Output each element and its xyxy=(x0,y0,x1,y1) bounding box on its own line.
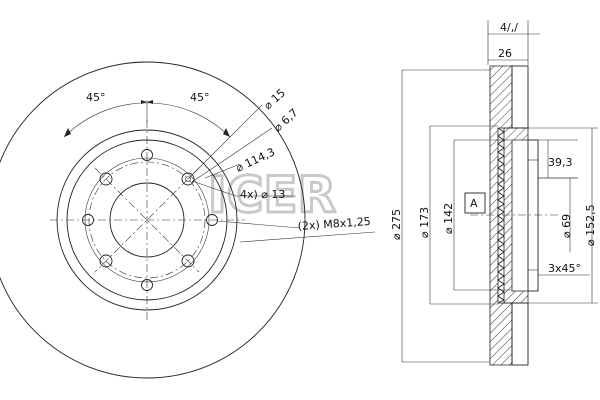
bolt-hole xyxy=(181,172,195,186)
vent-vanes xyxy=(497,127,505,304)
ring-outer-face-top xyxy=(511,65,529,129)
leader-line xyxy=(191,180,237,197)
hole-dia-6-7-label: ⌀ 6,7 xyxy=(271,106,300,134)
hat-flange xyxy=(527,139,539,292)
bolt-hole xyxy=(99,172,113,186)
dia-69-label: ⌀ 69 xyxy=(560,214,573,238)
thread-label: (2x) M8x1,25 xyxy=(297,215,371,233)
arrowhead xyxy=(64,128,71,137)
leader-line xyxy=(187,104,263,180)
front-view: 45° 45° ⌀ 15 ⌀ 6,7 ⌀ 114,3 4x) ⌀ 13 (2x)… xyxy=(0,61,376,379)
top-partial-label: 4/,/ xyxy=(500,21,518,34)
chamfer-label: 3x45° xyxy=(548,262,581,275)
leader-line xyxy=(216,220,301,229)
hole-dia-15-label: ⌀ 15 xyxy=(261,86,288,112)
hat-wall-section xyxy=(503,127,529,304)
brand-watermark: ICER xyxy=(208,166,336,224)
bolt-hole xyxy=(99,254,113,268)
section-marker-label: A xyxy=(470,197,478,210)
ring-outer-face-bottom xyxy=(511,302,529,366)
disc-outer-edge xyxy=(0,61,306,379)
leader-line xyxy=(204,163,241,179)
outer-dia-label: ⌀ 275 xyxy=(390,209,403,240)
dia-142-label: ⌀ 142 xyxy=(442,203,455,234)
dia-173-label: ⌀ 173 xyxy=(418,207,431,238)
bolt-holes-label: 4x) ⌀ 13 xyxy=(240,188,285,201)
angle-label-left: 45° xyxy=(86,91,106,104)
locator-hole xyxy=(141,149,153,161)
section-view: 4/,/ 26 A ⌀ 275 ⌀ 173 ⌀ 142 xyxy=(390,20,598,366)
height-39-label: 39,3 xyxy=(548,156,573,169)
bolt-hole-inner xyxy=(185,176,191,182)
leader-line xyxy=(239,231,376,243)
thickness-label: 26 xyxy=(498,47,512,60)
arrowhead xyxy=(223,128,230,137)
locator-hole xyxy=(141,279,153,291)
dia-152-label: ⌀ 152,5 xyxy=(584,204,597,246)
thread-hole xyxy=(82,214,94,226)
section-marker-box xyxy=(464,192,486,214)
angle-label-right: 45° xyxy=(190,91,210,104)
bolt-hole xyxy=(181,254,195,268)
leader-line xyxy=(191,127,273,183)
thread-hole xyxy=(206,214,218,226)
